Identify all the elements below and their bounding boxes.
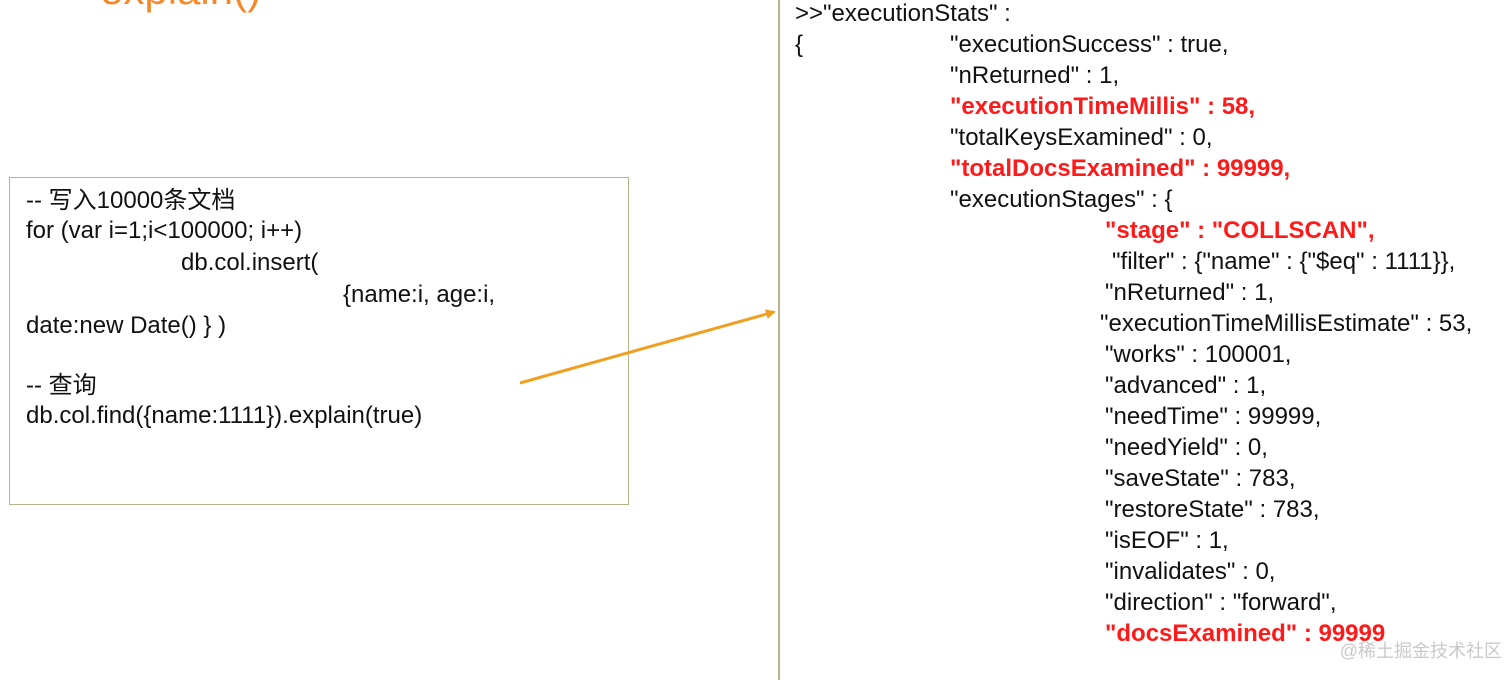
stage-works: "works" : 100001, — [1105, 341, 1292, 368]
stage-filter: "filter" : {"name" : {"$eq" : 1111}}, — [1112, 248, 1456, 275]
stage-restore-state: "restoreState" : 783, — [1105, 496, 1320, 523]
stage-need-time: "needTime" : 99999, — [1105, 403, 1322, 430]
stats-header: >>"executionStats" : — [795, 0, 1011, 27]
stage-save-state: "saveState" : 783, — [1105, 465, 1296, 492]
stat-execution-stages: "executionStages" : { — [950, 186, 1173, 213]
stage-is-eof: "isEOF" : 1, — [1105, 527, 1229, 554]
code-box — [9, 177, 629, 505]
stats-open-brace: { — [795, 31, 804, 58]
code-line-comment-insert: -- 写入10000条文档 — [26, 187, 236, 214]
code-line-find-explain: db.col.find({name:1111}).explain(true) — [26, 402, 423, 429]
stage-execution-time-estimate: "executionTimeMillisEstimate" : 53, — [1100, 310, 1473, 337]
stat-execution-time-millis: "executionTimeMillis" : 58, — [950, 93, 1256, 120]
stat-total-keys-examined: "totalKeysExamined" : 0, — [950, 124, 1213, 151]
stage-stage: "stage" : "COLLSCAN", — [1105, 217, 1375, 244]
stat-total-docs-examined: "totalDocsExamined" : 99999, — [950, 155, 1291, 182]
stat-n-returned: "nReturned" : 1, — [950, 62, 1120, 89]
watermark: @稀土掘金技术社区 — [1339, 641, 1502, 661]
code-line-comment-query: -- 查询 — [26, 372, 97, 399]
code-line-document-fields: {name:i, age:i, — [343, 281, 496, 308]
slide-title: explain() — [100, 0, 261, 14]
stage-advanced: "advanced" : 1, — [1105, 372, 1267, 399]
stage-invalidates: "invalidates" : 0, — [1105, 558, 1276, 585]
stage-direction: "direction" : "forward", — [1105, 589, 1337, 616]
stage-docs-examined: "docsExamined" : 99999 — [1105, 620, 1386, 647]
code-line-insert-call: db.col.insert( — [181, 249, 319, 276]
code-line-date-field: date:new Date() } ) — [26, 312, 227, 339]
stage-need-yield: "needYield" : 0, — [1105, 434, 1268, 461]
code-line-for-loop: for (var i=1;i<100000; i++) — [26, 217, 303, 244]
stage-n-returned: "nReturned" : 1, — [1105, 279, 1275, 306]
stat-execution-success: "executionSuccess" : true, — [950, 31, 1229, 58]
divider-line — [778, 0, 780, 680]
